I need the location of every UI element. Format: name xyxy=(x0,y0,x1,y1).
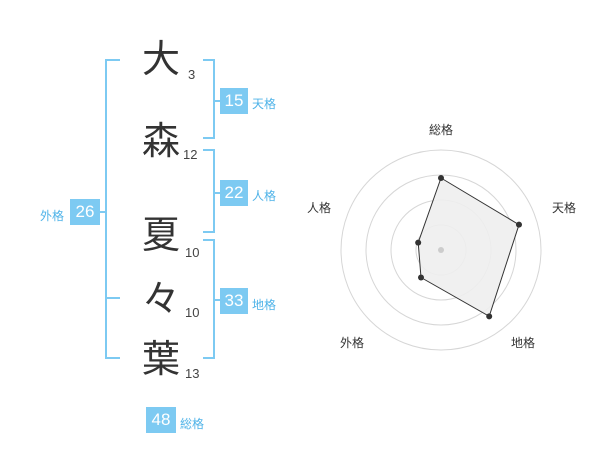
name-char-3: 夏 xyxy=(142,213,181,257)
gaikaku-bracket xyxy=(105,59,120,359)
jinkaku-value-badge: 22 xyxy=(220,180,248,206)
soukaku-label: 総格 xyxy=(180,417,205,431)
name-char-1-strokes: 3 xyxy=(188,67,196,82)
name-char-2-strokes: 12 xyxy=(183,147,198,162)
radar-center-dot xyxy=(438,247,444,253)
radar-point-2 xyxy=(515,221,522,228)
axis-label-jinkaku: 人格 xyxy=(307,200,331,215)
tenkaku-value-badge: 15 xyxy=(220,88,248,114)
gaikaku-label: 外格 xyxy=(40,209,65,223)
name-char-4-strokes: 10 xyxy=(185,305,200,320)
axis-label-soukaku: 総格 xyxy=(429,122,453,137)
radar-ring-4 xyxy=(340,149,542,351)
name-char-4: 々 xyxy=(142,277,181,321)
soukaku-value-badge: 48 xyxy=(146,407,176,433)
radar-chart: 総格 天格 地格 外格 人格 xyxy=(307,122,576,351)
radar-value-polygon xyxy=(417,177,520,318)
radar-point-1 xyxy=(438,175,444,181)
name-char-5: 葉 xyxy=(142,337,181,381)
axis-label-gaikaku: 外格 xyxy=(340,335,364,350)
radar-point-4 xyxy=(418,274,425,281)
axis-label-tenkaku: 天格 xyxy=(552,200,576,215)
jinkaku-label: 人格 xyxy=(252,189,277,203)
name-char-2: 森 xyxy=(142,119,181,163)
radar-points xyxy=(415,175,522,320)
chikaku-bracket xyxy=(203,239,215,359)
radar-point-3 xyxy=(486,313,493,320)
tenkaku-label: 天格 xyxy=(252,97,277,111)
tenkaku-bracket xyxy=(203,59,215,139)
chikaku-value-badge: 33 xyxy=(220,288,248,314)
radar-point-5 xyxy=(415,239,422,246)
gaikaku-value-badge: 26 xyxy=(70,199,100,225)
chikaku-label: 地格 xyxy=(252,298,277,312)
name-char-1: 大 xyxy=(142,37,181,81)
jinkaku-bracket xyxy=(203,149,215,233)
name-char-3-strokes: 10 xyxy=(185,245,200,260)
name-char-5-strokes: 13 xyxy=(185,366,200,381)
axis-label-chikaku: 地格 xyxy=(511,335,535,350)
